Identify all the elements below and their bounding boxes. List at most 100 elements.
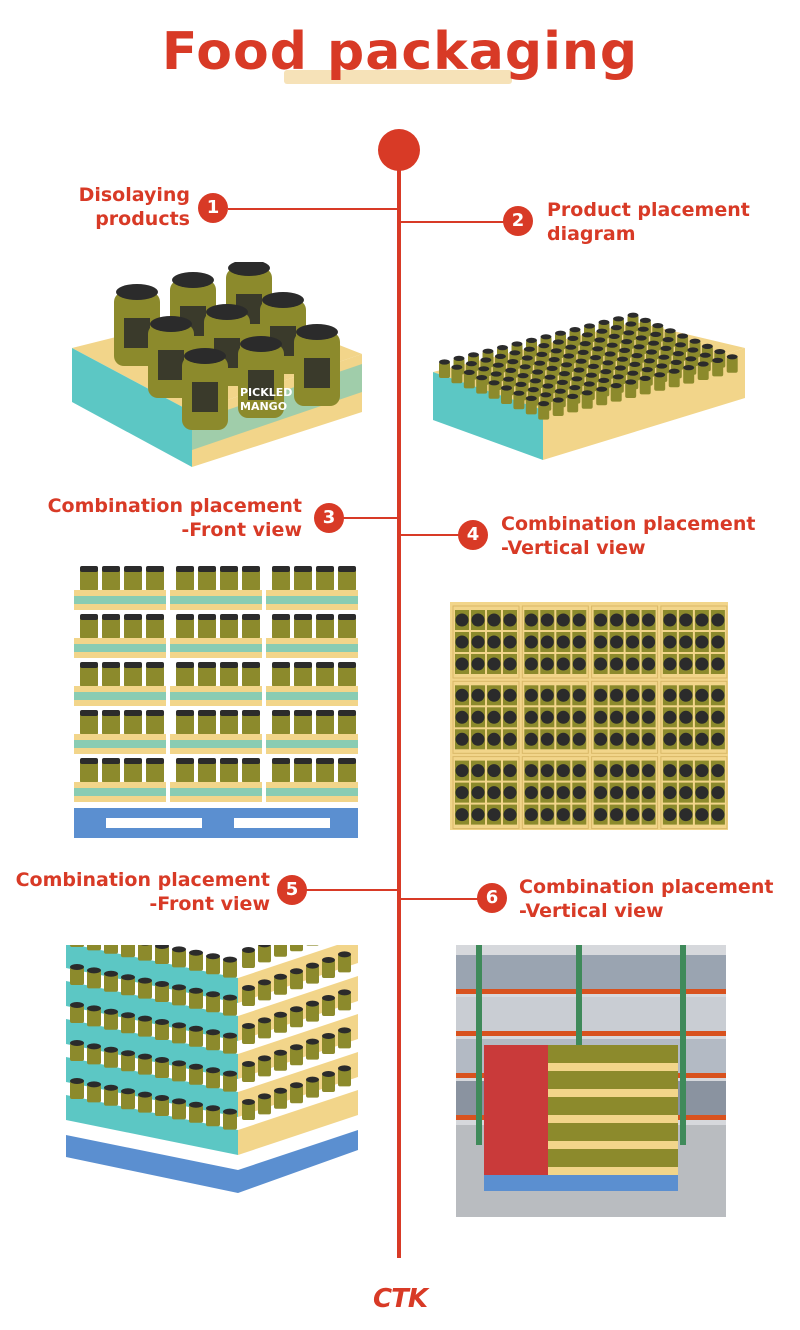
- mini-lid: [480, 357, 492, 363]
- connector-6: [399, 898, 479, 900]
- jar-label: [192, 382, 218, 412]
- mini-jar: [476, 377, 488, 394]
- top-lid: [663, 808, 677, 822]
- rack-beam: [456, 1031, 726, 1036]
- front-lid: [272, 662, 290, 668]
- timeline-spine: [397, 150, 401, 1258]
- jar-grid: [439, 312, 738, 420]
- top-lid: [626, 688, 640, 702]
- front-lid: [146, 662, 164, 668]
- top-lid: [503, 688, 517, 702]
- display-jars: [548, 1149, 678, 1169]
- top-lid: [503, 808, 517, 822]
- mini-lid: [532, 369, 544, 375]
- front-lid: [316, 710, 334, 716]
- iso-jar: [189, 952, 203, 971]
- top-view-grid-illustration: [450, 602, 728, 830]
- front-tray-stripe: [266, 740, 358, 748]
- mini-lid: [590, 355, 602, 361]
- mini-lid: [672, 351, 684, 357]
- iso-lid: [138, 1091, 152, 1098]
- front-lid: [102, 758, 120, 764]
- front-tray-stripe: [170, 692, 262, 700]
- front-tray-stripe: [74, 740, 166, 748]
- front-lid: [146, 710, 164, 716]
- front-jar: [176, 566, 194, 592]
- top-lid: [594, 635, 608, 649]
- front-jar: [294, 614, 312, 640]
- tray-left-side: [72, 348, 192, 467]
- jar-lid: [116, 284, 158, 300]
- mini-lid: [540, 334, 552, 340]
- top-lid: [594, 688, 608, 702]
- mini-lid: [476, 375, 488, 381]
- top-lid: [556, 613, 570, 627]
- top-lid: [626, 635, 640, 649]
- iso-jar: [189, 1028, 203, 1047]
- front-tray-stripe: [74, 644, 166, 652]
- front-jar: [220, 758, 238, 784]
- front-lid: [176, 758, 194, 764]
- front-jar: [338, 710, 356, 736]
- iso-jar: [206, 994, 220, 1013]
- mini-lid: [538, 401, 550, 407]
- front-lid: [316, 662, 334, 668]
- iso-lid: [172, 1022, 186, 1029]
- top-lid: [556, 732, 570, 746]
- top-lid: [471, 635, 485, 649]
- jar-lid: [228, 262, 270, 276]
- mini-jar: [538, 403, 550, 420]
- top-lid: [711, 808, 725, 822]
- front-lid: [146, 758, 164, 764]
- placement-diagram-illustration: [433, 312, 745, 460]
- iso-lid: [189, 1025, 203, 1032]
- iso-lid: [206, 991, 220, 998]
- iso-jar: [104, 1049, 118, 1068]
- iso-jar-side: [290, 945, 303, 952]
- mini-lid: [596, 386, 608, 392]
- front-lid: [80, 662, 98, 668]
- mini-lid: [604, 351, 616, 357]
- top-lid: [626, 613, 640, 627]
- top-lid: [487, 764, 501, 778]
- mini-lid: [625, 321, 637, 327]
- top-lid: [556, 786, 570, 800]
- lid-grid: [452, 605, 728, 830]
- display-tray: [548, 1089, 678, 1097]
- mini-lid: [596, 328, 608, 334]
- iso-lid: [70, 1002, 84, 1008]
- top-lid: [524, 786, 538, 800]
- top-lid: [679, 786, 693, 800]
- mini-jar: [596, 389, 608, 406]
- iso-lid: [223, 1108, 237, 1115]
- mini-lid: [556, 379, 568, 385]
- top-lid: [642, 710, 656, 724]
- mini-lid: [639, 375, 651, 381]
- front-lid: [272, 758, 290, 764]
- display-jars: [548, 1045, 678, 1065]
- front-tray-stripe: [266, 692, 358, 700]
- top-lid: [626, 808, 640, 822]
- iso-jar: [172, 1063, 186, 1082]
- top-lid: [695, 710, 709, 724]
- iso-jar: [172, 1101, 186, 1120]
- top-lid: [556, 710, 570, 724]
- front-jar: [242, 758, 260, 784]
- iso-lid: [104, 1046, 118, 1053]
- front-jar: [272, 710, 290, 736]
- jar-label: [304, 358, 330, 388]
- front-lid: [338, 662, 356, 668]
- iso-lid: [206, 953, 220, 960]
- top-lid: [572, 786, 586, 800]
- mini-lid: [521, 355, 533, 361]
- connector-1: [228, 208, 399, 210]
- top-lid: [524, 764, 538, 778]
- top-lid: [524, 808, 538, 822]
- iso-jar: [104, 945, 118, 954]
- top-lid: [610, 710, 624, 724]
- iso-jar: [189, 1104, 203, 1123]
- mini-lid: [598, 319, 610, 325]
- section-1-label: Disolaying products: [78, 184, 190, 230]
- iso-jar: [223, 1111, 237, 1130]
- connector-4: [399, 534, 459, 536]
